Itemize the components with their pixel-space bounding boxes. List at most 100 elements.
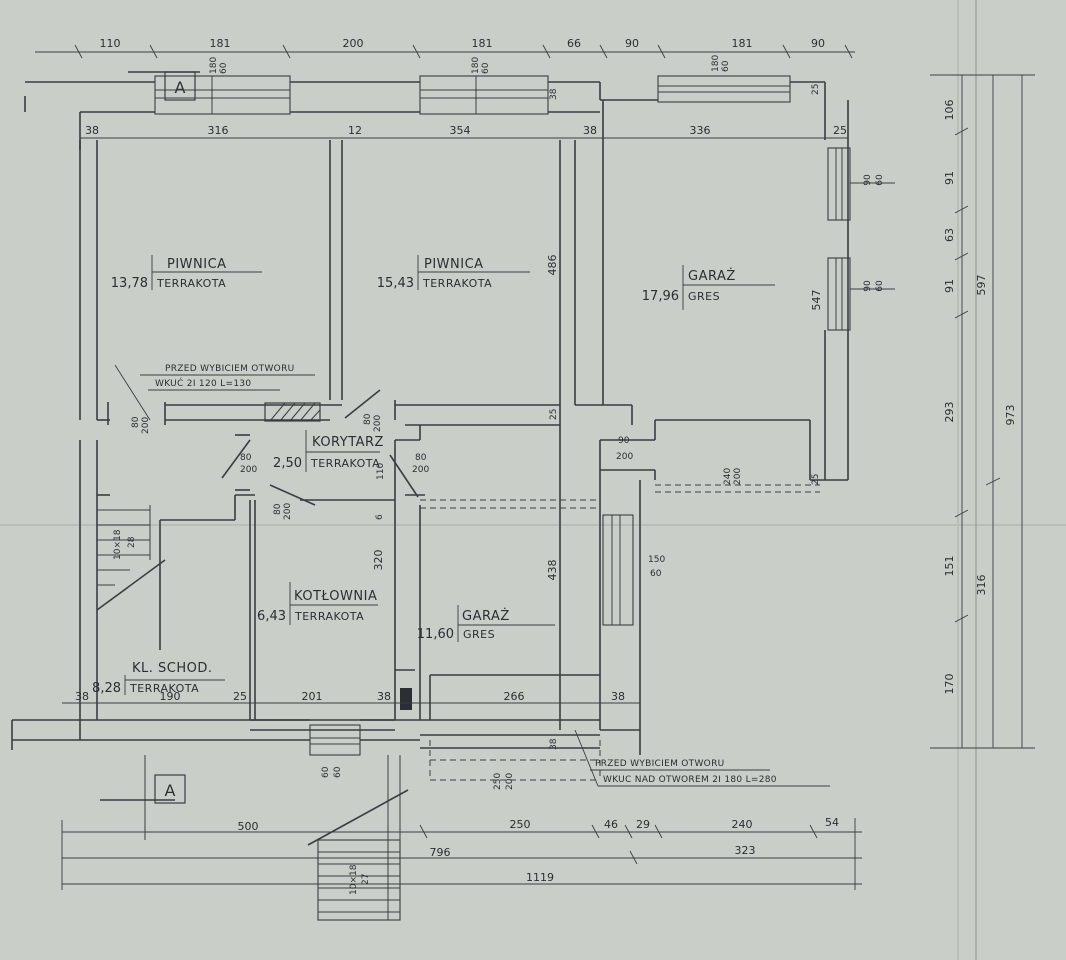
dim-window-60: 60 — [721, 60, 731, 72]
room-label-garaz-2: GARAŻ 11,60 GRES — [417, 605, 555, 642]
dim-window-60: 60 — [650, 569, 662, 579]
dim-inner-38: 38 — [583, 124, 597, 137]
dim-right-106: 106 — [943, 100, 956, 121]
room-label-klatka: KL. SCHOD. 8,28 TERRAKOTA — [92, 661, 225, 696]
dim-window-180: 180 — [209, 57, 219, 74]
room-floor: TERRAKOTA — [310, 457, 380, 470]
dim-base-323: 323 — [735, 844, 756, 857]
dim-bottom-190: 190 — [160, 690, 181, 703]
dim-base-500: 500 — [238, 820, 259, 833]
staircase-upper: 10×18 28 — [96, 505, 166, 611]
section-mark-bottom: A — [100, 755, 186, 840]
dim-door-200: 200 — [240, 465, 257, 475]
dim-top-66: 66 — [567, 37, 581, 50]
dim-piwnica-486: 486 — [546, 255, 559, 276]
room-label-korytarz: KORYTARZ 2,50 TERRAKOTA — [273, 430, 383, 472]
dim-bottom-201: 201 — [302, 690, 323, 703]
dim-window-60: 60 — [481, 62, 491, 74]
dim-window-180: 180 — [471, 57, 481, 74]
dim-bottom-25: 25 — [233, 690, 247, 703]
dim-top-181: 181 — [472, 37, 493, 50]
window-bottom: 60 60 — [309, 724, 361, 778]
room-floor: GRES — [688, 290, 720, 303]
dim-bottom-38: 38 — [377, 690, 391, 703]
staircase-lower: 10×18 27 — [307, 755, 409, 921]
dim-inner-25: 25 — [833, 124, 847, 137]
note-line-1: PRZED WYBICIEM OTWORU — [595, 759, 725, 769]
room-name: PIWNICA — [424, 257, 484, 272]
dim-top-181: 181 — [210, 37, 231, 50]
dim-gate-240: 240 — [723, 468, 733, 485]
dim-base-240: 240 — [732, 818, 753, 831]
dim-window-180: 180 — [711, 55, 721, 72]
dim-door-200: 200 — [373, 415, 383, 432]
room-area: 6,43 — [257, 609, 286, 624]
dim-corner-25: 25 — [811, 474, 821, 485]
dim-top-110: 110 — [100, 37, 121, 50]
dim-right-91: 91 — [943, 171, 956, 185]
section-label-a: A — [175, 78, 186, 97]
top-dimension-chain: 110 181 200 181 66 90 181 90 — [35, 37, 855, 59]
dim-door-200: 200 — [141, 417, 151, 434]
doors: 80 200 80 200 80 200 80 200 80 200 110 2… — [107, 389, 743, 581]
room-name: KOTŁOWNIA — [294, 589, 377, 604]
dim-garage-547: 547 — [810, 290, 823, 311]
dim-top-181: 181 — [732, 37, 753, 50]
section-mark-top: A — [128, 71, 200, 101]
dim-right-63: 63 — [943, 228, 956, 242]
dim-base-1119: 1119 — [526, 871, 554, 884]
dim-door-80: 80 — [363, 413, 373, 425]
window-top-3: 180 60 — [657, 55, 791, 103]
dim-window-60: 60 — [219, 62, 229, 74]
base-dimension-chain: 500 250 46 29 240 54 796 323 1119 — [61, 816, 862, 890]
note-line-1: PRZED WYBICIEM OTWORU — [165, 364, 295, 374]
room-name: GARAŻ — [462, 608, 510, 624]
dim-door-90: 90 — [618, 436, 630, 446]
dim-wall-25: 25 — [549, 409, 559, 420]
room-label-kotlownia: KOTŁOWNIA 6,43 TERRAKOTA — [257, 582, 378, 625]
dim-total-597: 597 — [975, 275, 988, 296]
dim-window-38: 38 — [549, 88, 559, 100]
room-name: PIWNICA — [167, 257, 227, 272]
room-name: KL. SCHOD. — [132, 661, 213, 676]
bottom-inner-dimension-chain: 38 190 25 201 38 266 38 — [62, 690, 640, 704]
dim-kot-320: 320 — [372, 550, 385, 571]
dim-gate-250: 250 — [493, 773, 503, 790]
dim-right-91: 91 — [943, 279, 956, 293]
dim-top-200: 200 — [343, 37, 364, 50]
room-name: GARAŻ — [688, 268, 736, 284]
dim-sill-38: 38 — [549, 738, 559, 750]
room-label-piwnica-1: PIWNICA 13,78 TERRAKOTA — [111, 255, 262, 291]
window-top-2: 180 60 38 — [419, 57, 559, 115]
window-right-1: 90 60 — [827, 147, 895, 221]
dim-total-316: 316 — [975, 575, 988, 596]
dim-window-60: 60 — [875, 280, 885, 292]
dim-inner-336: 336 — [690, 124, 711, 137]
dim-door-200: 200 — [412, 465, 429, 475]
dim-right-170: 170 — [943, 674, 956, 695]
dim-door-80: 80 — [131, 416, 141, 428]
dim-garaz-438: 438 — [546, 560, 559, 581]
dim-window-60: 60 — [875, 174, 885, 186]
stair-size: 10×18 — [113, 529, 123, 560]
note-line-2: WKUC NAD OTWOREM 2I 180 L=280 — [603, 775, 777, 785]
room-area: 8,28 — [92, 681, 121, 696]
dim-window-90: 90 — [863, 280, 873, 292]
dim-total-973: 973 — [1004, 405, 1017, 426]
dim-base-54: 54 — [825, 816, 839, 829]
dim-window-60: 60 — [321, 766, 331, 778]
dim-door-200: 200 — [283, 503, 293, 520]
dim-kot-6: 6 — [375, 514, 385, 520]
dim-window-60: 60 — [333, 766, 343, 778]
dim-base-46: 46 — [604, 818, 618, 831]
dim-bottom-266: 266 — [504, 690, 525, 703]
garage-gate-bottom: 250 200 38 — [420, 734, 600, 790]
room-floor: TERRAKOTA — [129, 682, 199, 695]
room-area: 11,60 — [417, 627, 454, 642]
note-upper: PRZED WYBICIEM OTWORU WKUĆ 2I 120 L=130 — [114, 364, 315, 421]
stair-size: 10×18 — [349, 864, 359, 895]
dim-door-200: 200 — [616, 452, 633, 462]
dim-bottom-38: 38 — [75, 690, 89, 703]
dim-top-90: 90 — [625, 37, 639, 50]
dim-base-29: 29 — [636, 818, 650, 831]
